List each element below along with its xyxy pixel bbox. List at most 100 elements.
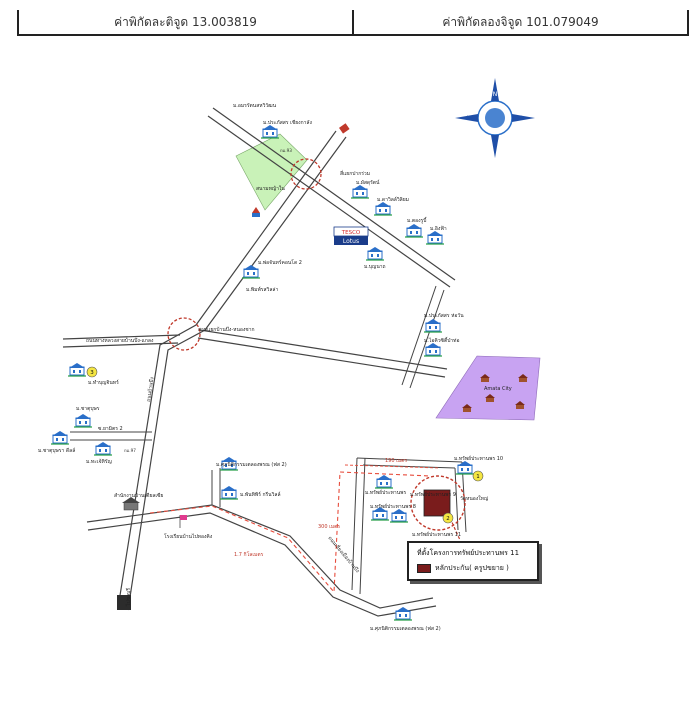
label-village-4: ม.ดาวิลล์วิลิยม xyxy=(377,196,409,203)
house-icon xyxy=(425,230,445,245)
park-area xyxy=(235,133,308,211)
house-icon xyxy=(350,184,370,199)
house-icon xyxy=(373,201,393,216)
label-road-vertical: ถนนบ้านบึง xyxy=(145,376,155,402)
marker-1: 1 xyxy=(472,470,484,482)
house-icon xyxy=(73,413,93,428)
junction-circle-middle xyxy=(167,317,201,351)
road-right-connector-2 xyxy=(409,289,445,389)
route-line xyxy=(149,471,431,594)
compass-west: W xyxy=(467,115,473,122)
label-village-9: ม.พิมพ์รสวิลล่า xyxy=(246,286,278,293)
label-village-14: ม.ชาตุบุษรา ดีลล์ xyxy=(38,447,75,454)
main-road-diagonal xyxy=(117,130,347,611)
house-icon xyxy=(93,441,113,456)
label-distance-3: 190 เมตร xyxy=(385,458,407,464)
label-distance-2: 300 เมตร xyxy=(318,524,340,530)
label-village-6: ม.อิงฟ้า xyxy=(430,225,447,232)
label-village-3: ม.ผัสดุรัตน์ xyxy=(356,179,380,186)
legend-swatch-label: หลักประกัน( ครูปขยาย ) xyxy=(435,564,509,572)
label-amata: Amata City xyxy=(484,386,512,392)
house-icon xyxy=(50,430,70,445)
label-junction-1: สี่แยกปากร่วม xyxy=(340,170,370,177)
soi-road xyxy=(70,431,152,441)
label-village-2: ม.ประภัสสร เชียงกาลัง xyxy=(263,119,312,126)
lotus-label: Lotus xyxy=(343,238,359,245)
road-project xyxy=(351,457,366,595)
label-nearby: วัดหนองใหญ่ xyxy=(460,495,488,502)
house-icon xyxy=(423,318,443,333)
project-collateral xyxy=(423,489,451,517)
label-village-18: ม.ทรัพย์ประทานพร 10 xyxy=(454,455,503,462)
legend-title: ที่ตั้งโครงการทรัพย์ประทานพร 11 xyxy=(417,549,520,557)
marker-2-label: 2 xyxy=(446,516,450,522)
house-icon xyxy=(404,223,424,238)
road-project-top xyxy=(356,457,463,469)
label-village-23: ม.ศุภนิติกรรมเตลองพรณ (ฟส 2) xyxy=(370,625,441,632)
label-village-5: ม.ตองรูบี้ xyxy=(407,215,427,224)
coordinate-header: ค่าพิกัดละติจูด 13.003819 ค่าพิกัดลองจิจ… xyxy=(17,10,689,36)
tesco-lotus-logo: TESCO Lotus xyxy=(333,226,369,245)
label-km-93: กม.93 xyxy=(280,148,292,153)
label-park: สนามหญ้าใน xyxy=(256,185,285,192)
label-village-13: ม.ชาตุบุษร xyxy=(76,406,100,412)
legend-pointer xyxy=(449,517,461,541)
label-village-12: ม.ทำบุญจินทร์ xyxy=(88,379,119,386)
marker-1-label: 1 xyxy=(476,474,480,480)
house-icon xyxy=(389,508,409,523)
house-icon xyxy=(219,485,239,500)
school-icon xyxy=(122,497,140,511)
house-icon xyxy=(67,362,87,377)
house-icon xyxy=(241,264,261,279)
road-right-connector xyxy=(401,285,437,386)
label-hospital: โรงเรียนบ้านไปทองคิง xyxy=(164,533,213,540)
compass-east: E xyxy=(518,115,522,122)
junction-circle-top xyxy=(290,158,322,190)
arrow-top-right xyxy=(339,123,350,134)
house-icon xyxy=(374,474,394,489)
label-village-15: ม.ทะเจ้หิรัญ xyxy=(86,458,112,465)
house-icon xyxy=(393,606,413,621)
arrow-bottom xyxy=(117,595,131,610)
route-line-2 xyxy=(344,464,441,469)
compass-icon: N S W E xyxy=(455,78,535,158)
house-icon xyxy=(455,460,475,475)
longitude-label: ค่าพิกัดลองจิจูด 101.079049 xyxy=(352,10,687,34)
compass-south: S xyxy=(493,140,497,147)
road-middle xyxy=(62,329,448,378)
marker-3-label: 3 xyxy=(90,370,94,376)
label-village-7: ม.บุญนาถ xyxy=(364,264,386,270)
label-road-right: ถนนเลี่ยงเมืองบ้านบึง xyxy=(326,535,361,575)
legend-swatch xyxy=(417,563,431,573)
temple-icon xyxy=(252,207,260,217)
amata-city-area xyxy=(435,355,541,421)
project-circle xyxy=(410,475,466,531)
legend-item: หลักประกัน( ครูปขยาย ) xyxy=(417,563,509,574)
label-village-19: ม.ทรัพย์ประทานพร xyxy=(365,489,406,496)
label-school: สำนักงานบ้านเตียลเซีย xyxy=(114,492,163,499)
label-km-97: กม.97 xyxy=(124,448,136,453)
label-junction-2: สามแยกบ้านบึง-หนองชาก xyxy=(198,326,255,333)
compass-north: N xyxy=(493,91,498,98)
legend: ที่ตั้งโครงการทรัพย์ประทานพร 11 หลักประก… xyxy=(407,541,539,581)
marker-2: 2 xyxy=(442,512,454,524)
house-icon xyxy=(260,124,280,139)
label-village-16: ม.ศุภนิติกรรมเตลองพรณ (ฟส 2) xyxy=(216,461,287,468)
label-soi: ซ.ยามิตร 2 xyxy=(98,425,123,432)
label-village-11: ม.ไอคิวซิตี้ป่าท่อ xyxy=(424,335,459,344)
label-village-22: ม.ทรัพย์ประทานพร 11 xyxy=(412,531,461,538)
tesco-label: TESCO xyxy=(341,230,361,236)
label-road-left: ถนนทางหลวงสายบ้านบึง-แกลง xyxy=(86,337,154,344)
label-village-17: ม.พันทิพิร์ กรีนวิลล์ xyxy=(240,491,281,498)
label-distance-1: 1.7 กิโลเมตร xyxy=(234,551,264,558)
road-lower xyxy=(86,504,437,617)
label-village-21: ม.ทรัพย์ประทานพร 9 xyxy=(410,491,456,498)
label-village-20: ม.ทรัพย์ประทานพร 8 xyxy=(370,503,416,510)
marker-3: 3 xyxy=(86,366,98,378)
flag-icon xyxy=(179,515,187,528)
house-icon xyxy=(365,246,385,261)
house-icon xyxy=(423,342,443,357)
latitude-label: ค่าพิกัดละติจูด 13.003819 xyxy=(114,14,257,29)
soi-road-2 xyxy=(211,468,221,507)
